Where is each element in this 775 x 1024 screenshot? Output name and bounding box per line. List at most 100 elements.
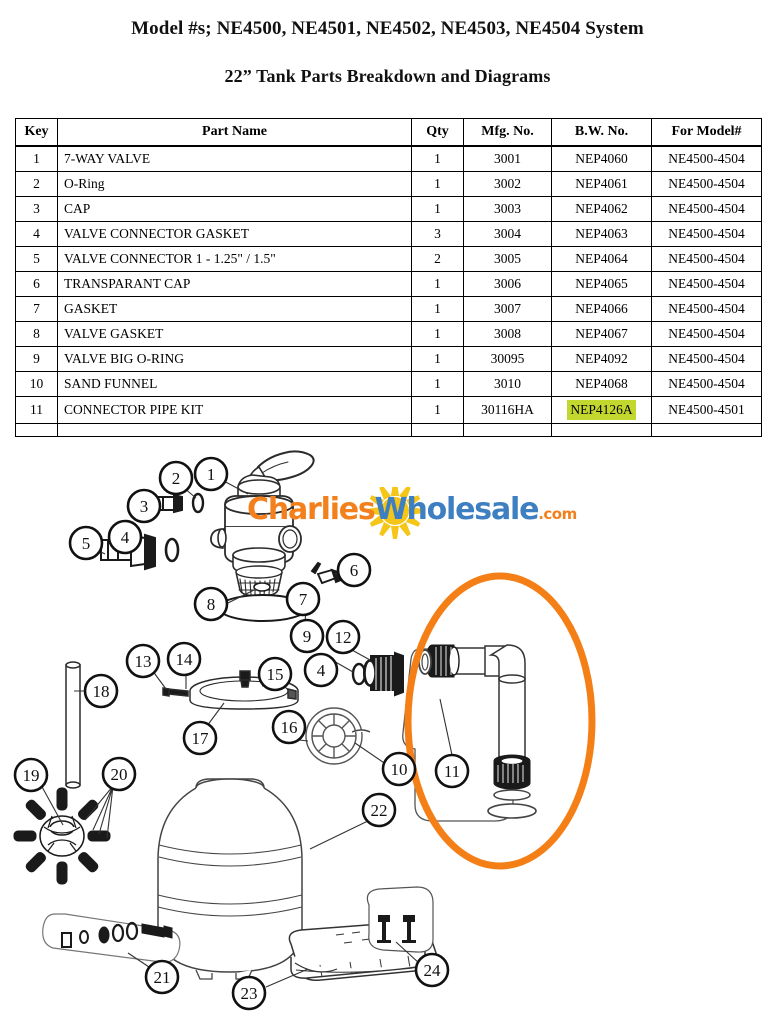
callout-circle — [101, 756, 137, 792]
callout-number: 11 — [444, 762, 460, 781]
callout-circle — [166, 641, 202, 677]
callout-number: 24 — [424, 961, 442, 980]
callout-number: 9 — [303, 627, 312, 646]
cell-part-name: VALVE CONNECTOR 1 - 1.25" / 1.5" — [57, 245, 412, 272]
callout-circle — [83, 673, 119, 709]
cell-part-name: CAP — [57, 195, 412, 222]
page-title-line-2: 22” Tank Parts Breakdown and Diagrams — [224, 66, 551, 86]
column-header-for-model: For Model# — [651, 118, 762, 147]
callout-bubble-24: 24 — [414, 952, 450, 988]
highlighted-bw-no: NEP4126A — [567, 399, 636, 420]
column-header-mfg-no: Mfg. No. — [463, 118, 552, 147]
callout-number: 22 — [371, 801, 388, 820]
callout-bubble-7: 7 — [285, 581, 321, 617]
callout-number: 1 — [207, 465, 216, 484]
callout-bubble-12: 12 — [325, 619, 361, 655]
cell-empty — [411, 422, 464, 437]
cell-part-name: GASKET — [57, 295, 412, 322]
cell-qty: 1 — [411, 345, 464, 372]
cell-key: 7 — [15, 295, 58, 322]
callout-bubble-20: 20 — [101, 756, 137, 792]
cell-key: 9 — [15, 345, 58, 372]
cell-key: 1 — [15, 145, 58, 172]
callout-bubble-2: 2 — [158, 460, 194, 496]
cell-bw-no: NEP4068 — [551, 370, 652, 397]
callout-circle — [107, 519, 143, 555]
cell-empty — [57, 422, 412, 437]
cell-for-model: NE4500-4504 — [651, 195, 762, 222]
cell-bw-no: NEP4062 — [551, 195, 652, 222]
cell-part-name: O-Ring — [57, 170, 412, 197]
cell-part-name: SAND FUNNEL — [57, 370, 412, 397]
cell-qty: 1 — [411, 370, 464, 397]
parts-table-container: Key Part Name Qty Mfg. No. B.W. No. For … — [15, 118, 762, 437]
cell-qty: 1 — [411, 145, 464, 172]
callout-circle — [361, 792, 397, 828]
cell-empty — [463, 422, 552, 437]
callout-bubble-4: 4 — [303, 652, 339, 688]
page-title-line-1: Model #s; NE4500, NE4501, NE4502, NE4503… — [131, 18, 644, 39]
callout-circle — [231, 975, 267, 1011]
cell-for-model: NE4500-4504 — [651, 270, 762, 297]
cell-key: 10 — [15, 370, 58, 397]
cell-for-model: NE4500-4504 — [651, 345, 762, 372]
callout-circle — [325, 619, 361, 655]
callout-circle — [257, 656, 293, 692]
table-row-truncated — [15, 422, 762, 437]
cell-bw-no: NEP4061 — [551, 170, 652, 197]
cell-bw-no: NEP4067 — [551, 320, 652, 347]
cell-qty: 1 — [411, 270, 464, 297]
callout-bubble-11: 11 — [434, 753, 470, 789]
cell-mfg-no: 3004 — [463, 220, 552, 247]
cell-part-name: TRANSPARANT CAP — [57, 270, 412, 297]
cell-qty: 1 — [411, 195, 464, 222]
column-header-key: Key — [15, 118, 58, 147]
callout-bubble-9: 9 — [289, 618, 325, 654]
cell-for-model: NE4500-4501 — [651, 395, 762, 424]
column-header-qty: Qty — [411, 118, 464, 147]
callout-bubble-6: 6 — [336, 552, 372, 588]
callout-bubble-15: 15 — [257, 656, 293, 692]
callout-number: 5 — [82, 534, 91, 553]
callout-number: 17 — [192, 729, 210, 748]
cell-bw-no: NEP4060 — [551, 145, 652, 172]
document-header: Model #s; NE4500, NE4501, NE4502, NE4503… — [0, 0, 775, 87]
cell-key: 3 — [15, 195, 58, 222]
cell-key: 4 — [15, 220, 58, 247]
cell-for-model: NE4500-4504 — [651, 145, 762, 172]
callout-circle — [336, 552, 372, 588]
parts-table: Key Part Name Qty Mfg. No. B.W. No. For … — [15, 118, 762, 437]
callout-circle — [13, 757, 49, 793]
callout-circle — [144, 959, 180, 995]
cell-mfg-no: 3003 — [463, 195, 552, 222]
callout-number: 6 — [350, 561, 359, 580]
callout-bubble-8: 8 — [193, 586, 229, 622]
callout-circle — [414, 952, 450, 988]
callout-number: 2 — [172, 469, 181, 488]
table-header-row: Key Part Name Qty Mfg. No. B.W. No. For … — [15, 118, 762, 147]
callout-bubble-1: 1 — [193, 456, 229, 492]
callout-number: 21 — [154, 968, 171, 987]
cell-part-name: VALVE CONNECTOR GASKET — [57, 220, 412, 247]
callout-bubble-4: 4 — [107, 519, 143, 555]
cell-qty: 1 — [411, 395, 464, 424]
callout-circle — [68, 525, 104, 561]
cell-key: 5 — [15, 245, 58, 272]
callout-circle — [158, 460, 194, 496]
callout-circle — [126, 488, 162, 524]
callout-number: 23 — [241, 984, 258, 1003]
cell-key: 11 — [15, 395, 58, 424]
callout-number: 15 — [267, 665, 284, 684]
cell-bw-no: NEP4064 — [551, 245, 652, 272]
callout-bubble-5: 5 — [68, 525, 104, 561]
cell-empty — [15, 422, 58, 437]
callout-number: 3 — [140, 497, 149, 516]
cell-bw-no: NEP4126A — [551, 395, 652, 424]
